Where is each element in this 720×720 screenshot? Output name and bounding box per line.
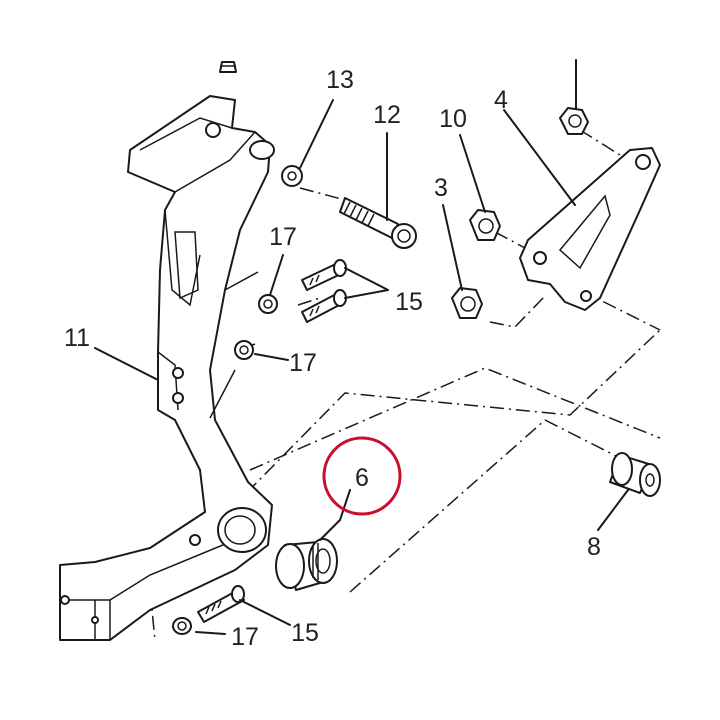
washers-17: [172, 294, 278, 635]
washer-13: [281, 165, 303, 187]
callout-4: 4: [494, 86, 508, 114]
callout-13: 13: [326, 66, 354, 94]
callout-10: 10: [439, 105, 467, 133]
bolts-15-upper: [301, 259, 347, 323]
frame-bracket: [59, 95, 275, 641]
callout-6: 6: [355, 464, 369, 492]
nuts: [451, 107, 589, 319]
callout-17-lower: 17: [231, 623, 259, 651]
callout-labels: 13 12 10 4 3 17 15 11 17 6 8 17 15: [64, 66, 601, 651]
bracket-plate-4: [519, 147, 661, 311]
callout-15-lower: 15: [291, 619, 319, 647]
top-stud: [219, 61, 237, 73]
callout-3: 3: [434, 174, 448, 202]
callout-11: 11: [64, 324, 90, 352]
bearing-6: [275, 538, 338, 591]
callout-17-upper: 17: [269, 223, 297, 251]
bolt-12: [339, 197, 417, 249]
callout-12: 12: [373, 101, 401, 129]
leader-lines: [94, 59, 629, 635]
highlight-circle: [322, 436, 402, 516]
callout-8: 8: [587, 533, 601, 561]
bolt-15-lower: [197, 585, 245, 623]
callout-15-upper: 15: [395, 288, 423, 316]
bushing-8: [609, 452, 661, 497]
callout-17-middle: 17: [289, 349, 317, 377]
